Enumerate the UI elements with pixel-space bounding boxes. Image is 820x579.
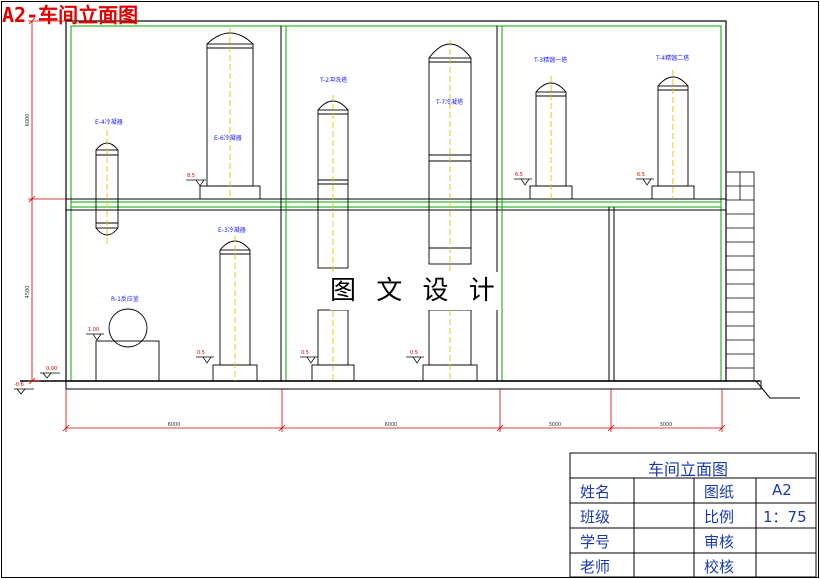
label-t7: T-7冷凝塔 [435,98,463,106]
elev-t4: 6.5 [637,172,645,178]
label-t2: T-2冲洗塔 [319,76,347,84]
equipment-e6 [199,28,261,200]
ground-level-marker [14,372,60,395]
title-block-drawing-label: 图纸 [704,483,735,501]
elev-r1: 1.00 [88,327,99,333]
level-outside: -0.6 [14,382,24,388]
vertical-dimension [28,17,66,385]
elev-marker-t4 [636,178,654,186]
label-t3: T-3精馏一塔 [533,56,567,64]
title-block-student-id-label: 学号 [580,533,611,551]
title-block-check-label: 校核 [704,558,735,576]
equipment-t7 [422,40,478,382]
elev-marker-r1 [86,333,104,341]
title-block-teacher-label: 老师 [580,558,611,576]
dim-lower-height: 4500 [25,286,31,299]
dim-bay-1: 6000 [168,422,181,428]
label-e4: E-4冷凝器 [95,118,123,126]
dim-bay-3: 3000 [549,422,562,428]
dim-bay-2: 6000 [385,422,398,428]
title-block-scale-label: 比例 [704,508,735,526]
page-title: A2-车间立面图 [2,3,139,27]
label-t4: T-4精馏二塔 [655,54,689,62]
horizontal-dimension [62,389,726,432]
dim-upper-height: 6000 [25,114,31,127]
title-block-class-label: 班级 [580,508,611,526]
elev-t7: 0.5 [410,350,418,356]
elev-t3: 6.5 [515,172,523,178]
building-frame [20,20,800,399]
elev-marker-t7 [406,356,424,364]
equipment-e3 [212,236,258,382]
level-ground: 0.00 [46,366,57,372]
equipment-t3 [529,76,573,200]
elev-marker-e3 [196,356,214,364]
dim-bay-4: 3000 [660,422,673,428]
equipment-r1 [95,308,160,382]
title-block-grid [569,452,817,578]
title-block-scale-value: 1：75 [763,508,807,526]
equipment-e4 [95,130,119,245]
elev-e6: 8.5 [187,173,195,179]
elev-t2: 0.5 [301,350,309,356]
equipment-t4 [651,70,695,200]
label-r1: R-1反应釜 [111,295,139,303]
title-block-drawing-title: 车间立面图 [648,460,729,479]
title-block-drawing-size: A2 [772,481,792,499]
staircase [725,171,755,382]
title-block-name-label: 姓名 [580,483,611,501]
equipment-t2 [311,95,355,382]
elev-e3: 0.5 [197,350,205,356]
elev-marker-e6 [186,179,206,187]
watermark: 图 文 设 计 [330,272,500,310]
label-e6: E-6冷凝器 [214,134,242,142]
elev-marker-t3 [514,178,532,186]
title-block-review-label: 审核 [704,533,735,551]
label-e3: E-3冷凝器 [218,226,246,234]
elev-marker-t2 [300,356,318,364]
